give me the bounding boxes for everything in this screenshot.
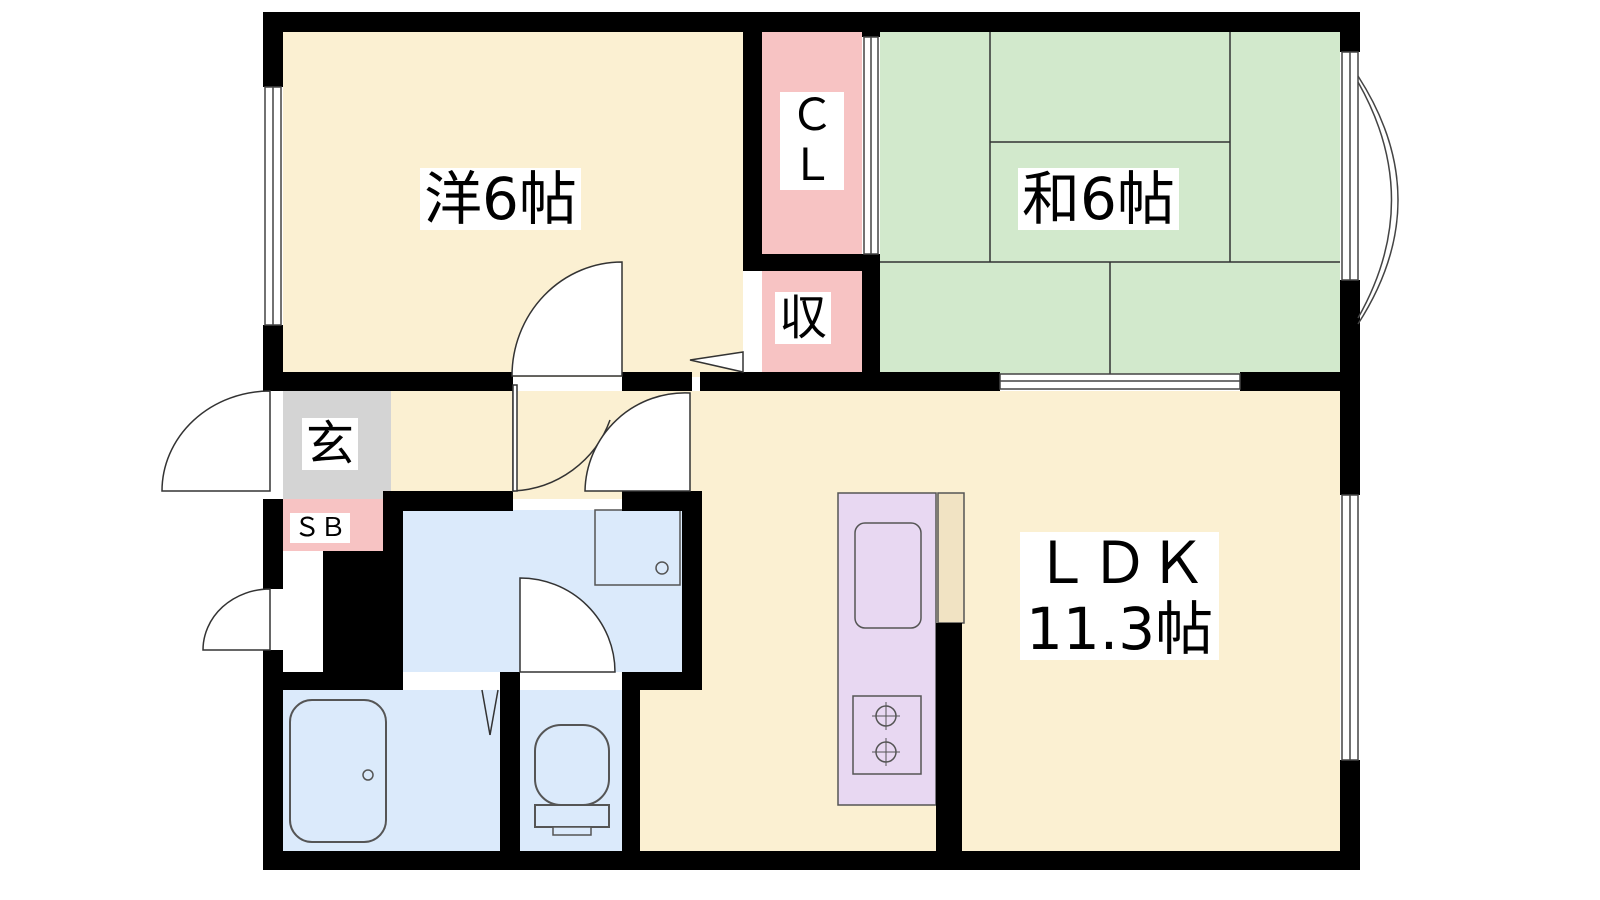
closet-label-line1: Ｃ <box>790 90 834 141</box>
closet-label-line2: Ｌ <box>790 140 834 191</box>
doors <box>161 261 744 736</box>
storage-label: 収 <box>775 292 832 344</box>
shoe-box-label: ＳＢ <box>290 513 351 543</box>
walls <box>263 12 1360 870</box>
storage-outer-floor <box>283 570 323 672</box>
toilet <box>534 724 610 836</box>
ldk-label: ＬＤＫ 11.3帖 <box>1020 529 1220 663</box>
stove <box>852 695 922 775</box>
japanese-room-label: 和6帖 <box>1018 168 1179 230</box>
windows <box>264 36 1399 761</box>
bathtub <box>289 699 387 843</box>
ldk-label-line1: ＬＤＫ <box>1032 529 1207 597</box>
sink <box>854 522 922 629</box>
kitchen-counter <box>837 492 965 806</box>
tatami-lines <box>880 32 1340 377</box>
closet-label: Ｃ Ｌ <box>780 92 844 190</box>
entrance-label: 玄 <box>302 418 359 470</box>
western-room-label: 洋6帖 <box>420 168 581 230</box>
ldk-label-line2: 11.3帖 <box>1026 595 1214 663</box>
